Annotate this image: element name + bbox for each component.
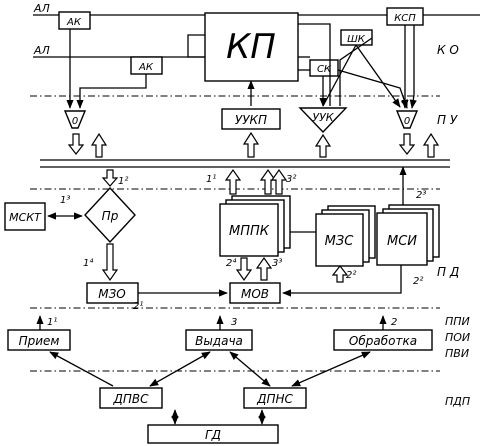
zero-switch-left xyxy=(63,110,87,129)
dpns-block xyxy=(243,387,307,409)
marker-3-2: 3² xyxy=(286,174,296,185)
level-label-poi: ПОИ xyxy=(445,331,470,344)
marker-1-1-bottom: 1¹ xyxy=(47,317,57,328)
kp-block xyxy=(204,12,299,82)
kp-label: КП xyxy=(226,27,276,67)
hollow-arrow-bus-to-zero-left xyxy=(90,132,108,158)
dpns-label: ДПНС xyxy=(256,392,293,406)
gd-label: ГД xyxy=(205,428,221,442)
mppk-label: МППК xyxy=(229,224,270,239)
hollow-arrow-bus-to-pr xyxy=(101,169,119,187)
gd-block xyxy=(147,424,279,444)
uuk-shk-right xyxy=(339,37,373,106)
uukp-block xyxy=(221,108,281,130)
marker-1-2: 1² xyxy=(118,176,128,187)
pr-label: Пр xyxy=(102,209,119,223)
ak-bottom-to-zero xyxy=(76,74,147,109)
sk-block xyxy=(309,59,339,77)
mppk-block xyxy=(219,203,279,257)
obrabotka-dpns-link xyxy=(291,351,371,387)
uuk-label: УУК xyxy=(312,111,334,124)
ksp-label: КСП xyxy=(394,13,416,24)
vydacha-dpns-link xyxy=(229,351,271,387)
msi-block xyxy=(376,212,428,266)
priem-label: Прием xyxy=(19,334,60,348)
marker-2: 2 xyxy=(391,317,397,328)
marker-1-4: 1⁴ xyxy=(83,257,93,269)
priem-block xyxy=(7,329,71,351)
marker-2-1: 2¹ xyxy=(133,301,143,312)
ak-bottom-label: АК xyxy=(138,62,154,73)
hollow-arrow-pr-to-mzo xyxy=(101,243,119,282)
al-label-top: АЛ xyxy=(33,2,50,15)
mov-block xyxy=(229,282,281,304)
mzs-label: МЗС xyxy=(325,234,355,249)
hollow-arrow-uukp-up xyxy=(242,131,260,158)
level-label-pu: П У xyxy=(437,113,458,127)
mzs-block xyxy=(315,213,364,267)
level-label-pdp: ПДП xyxy=(445,395,470,408)
priem-dpvs-link xyxy=(49,351,114,387)
uuk-block xyxy=(298,107,348,134)
mskt-block xyxy=(4,202,46,231)
hollow-arrow-uuk-up xyxy=(314,133,332,158)
obrabotka-label: Обработка xyxy=(349,334,417,348)
hollow-arrow-mppk-up-1 xyxy=(224,168,242,195)
marker-2-4: 2⁴ xyxy=(226,257,236,269)
shk-zero-right xyxy=(355,44,401,108)
marker-3-3: 3³ xyxy=(272,258,282,269)
hollow-arrow-mppk-up-3 xyxy=(270,168,288,195)
msi-label: МСИ xyxy=(387,234,417,249)
dpvs-block xyxy=(99,387,163,409)
mov-label: МОВ xyxy=(241,287,269,301)
sk-label: СК xyxy=(317,64,332,75)
hollow-arrow-mppk-up-2 xyxy=(259,168,277,195)
mzo-label: МЗО xyxy=(98,287,126,301)
level-label-pd: П Д xyxy=(437,265,459,279)
hollow-arrow-bus-to-zero-right xyxy=(422,132,440,158)
marker-3: 3 xyxy=(231,317,237,328)
kp-left-loop xyxy=(187,34,205,58)
al-label-middle: АЛ xyxy=(33,44,50,57)
hollow-arrow-mzs-up xyxy=(331,265,349,283)
shk-label: ШК xyxy=(347,34,366,45)
zero-switch-right xyxy=(395,110,419,129)
zero-right-label: 0 xyxy=(404,116,410,127)
uukp-label: УУКП xyxy=(235,113,267,127)
pr-block xyxy=(84,186,136,244)
level-label-ko: К О xyxy=(437,43,459,57)
dpvs-label: ДПВС xyxy=(112,392,149,406)
marker-2-3: 2³ xyxy=(416,190,426,201)
msi-mov-link xyxy=(282,265,402,297)
hollow-arrow-zero-left-down xyxy=(67,133,85,155)
marker-2-2-left: 2² xyxy=(346,270,356,281)
level-label-ppi: ППИ xyxy=(445,315,470,328)
kp-uuk-link xyxy=(298,23,331,106)
marker-2-2-right: 2² xyxy=(413,276,423,287)
marker-1-3: 1³ xyxy=(60,195,70,206)
vydacha-dpvs-link xyxy=(149,351,211,387)
level-label-pvi: ПВИ xyxy=(445,347,469,360)
hollow-arrow-zero-right-down xyxy=(398,133,416,155)
marker-1-1-top: 1¹ xyxy=(206,174,216,185)
mskt-label: МСКТ xyxy=(9,211,42,224)
ak-block-top xyxy=(58,11,91,30)
hollow-arrow-mov-to-mppk xyxy=(255,256,273,281)
ak-top-label: АК xyxy=(66,17,82,28)
zero-left-label: 0 xyxy=(72,116,78,127)
hollow-arrow-mppk-to-mov xyxy=(235,257,253,282)
ksp-to-zero-2 xyxy=(409,25,417,109)
vydacha-label: Выдача xyxy=(195,334,243,348)
vydacha-block xyxy=(185,329,253,351)
